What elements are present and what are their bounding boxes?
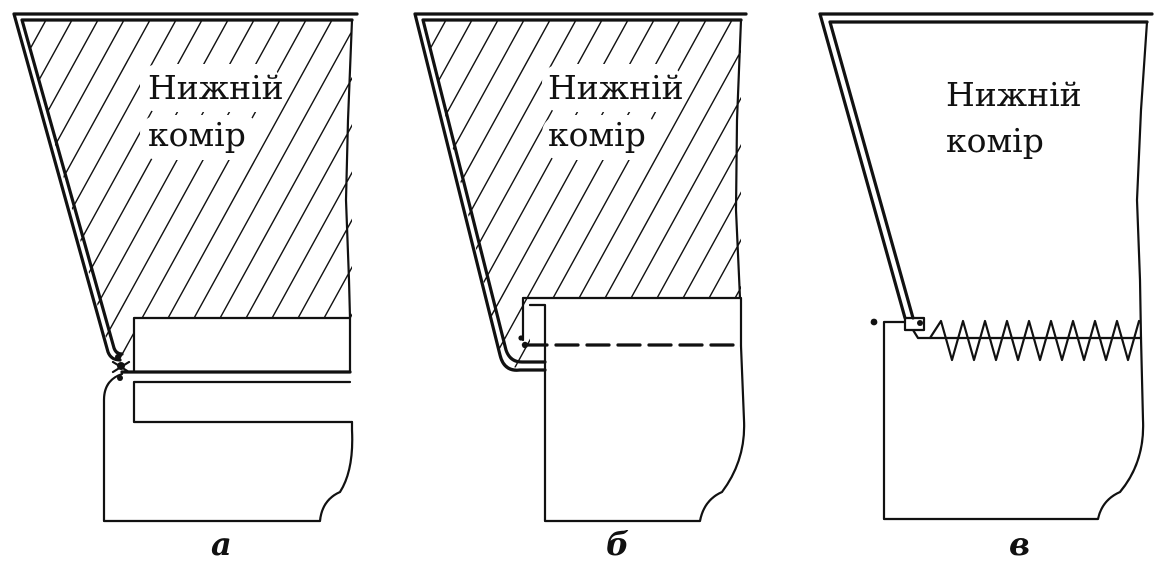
white-label-bg-a — [140, 64, 280, 160]
white-label-bg-b — [542, 64, 682, 160]
hatch-line — [242, 20, 352, 362]
hatch-line — [423, 20, 525, 368]
hatch-line — [423, 20, 499, 368]
hatch-line — [294, 20, 352, 362]
panel-c: Нижній комір в — [818, 12, 1154, 563]
hatch-line — [852, 20, 1045, 370]
hatch-line — [423, 20, 551, 368]
caption-b: б — [606, 525, 629, 563]
lower-collar-outline-b — [413, 12, 748, 372]
label-lower-collar-b-line2: комір — [548, 115, 646, 154]
hatch-line — [190, 20, 352, 362]
garment-piece-b — [543, 344, 746, 523]
hatch-line — [423, 20, 473, 368]
upper-band-a — [132, 316, 354, 424]
label-lower-collar-c-line2: комір — [946, 121, 1044, 160]
hatch-line — [138, 20, 333, 362]
garment-piece-a — [102, 372, 354, 523]
collar-right-edge-c — [1135, 20, 1149, 340]
seam-knot-a — [111, 354, 131, 381]
zigzag-stitch-c — [928, 319, 1141, 362]
panel-a: Нижній комір а — [0, 12, 359, 563]
lower-collar-outline-a — [12, 12, 359, 362]
seam-knot-b — [518, 335, 529, 349]
collar-right-edge-b — [734, 18, 743, 300]
garment-piece-c — [882, 320, 1145, 521]
hatch-line — [800, 20, 993, 370]
hatch-line — [720, 20, 741, 368]
hatch-line — [164, 20, 352, 362]
label-lower-collar-a-line1: Нижній — [148, 68, 284, 107]
seam-knot-c — [870, 318, 923, 326]
hatch-line — [694, 20, 741, 368]
hatch-line — [0, 20, 20, 370]
hatch-line — [668, 20, 741, 368]
label-lower-collar-b-line1: Нижній — [548, 68, 684, 107]
collar-right-edge-a — [344, 18, 354, 320]
hatch-line — [904, 20, 1097, 370]
caption-a: а — [211, 525, 232, 563]
hatch-line — [216, 20, 352, 362]
lower-collar-outline-c — [818, 12, 1154, 320]
label-lower-collar-a-line2: комір — [148, 115, 246, 154]
label-lower-collar-c-line1: Нижній — [946, 75, 1082, 114]
seam-fold-c — [903, 316, 1143, 340]
hatch-line — [22, 20, 47, 362]
hatch-line — [268, 20, 352, 362]
caption-c: в — [1009, 525, 1030, 563]
hatch-line — [22, 20, 151, 362]
hatch-line — [22, 20, 99, 362]
upper-band-b — [521, 296, 743, 372]
